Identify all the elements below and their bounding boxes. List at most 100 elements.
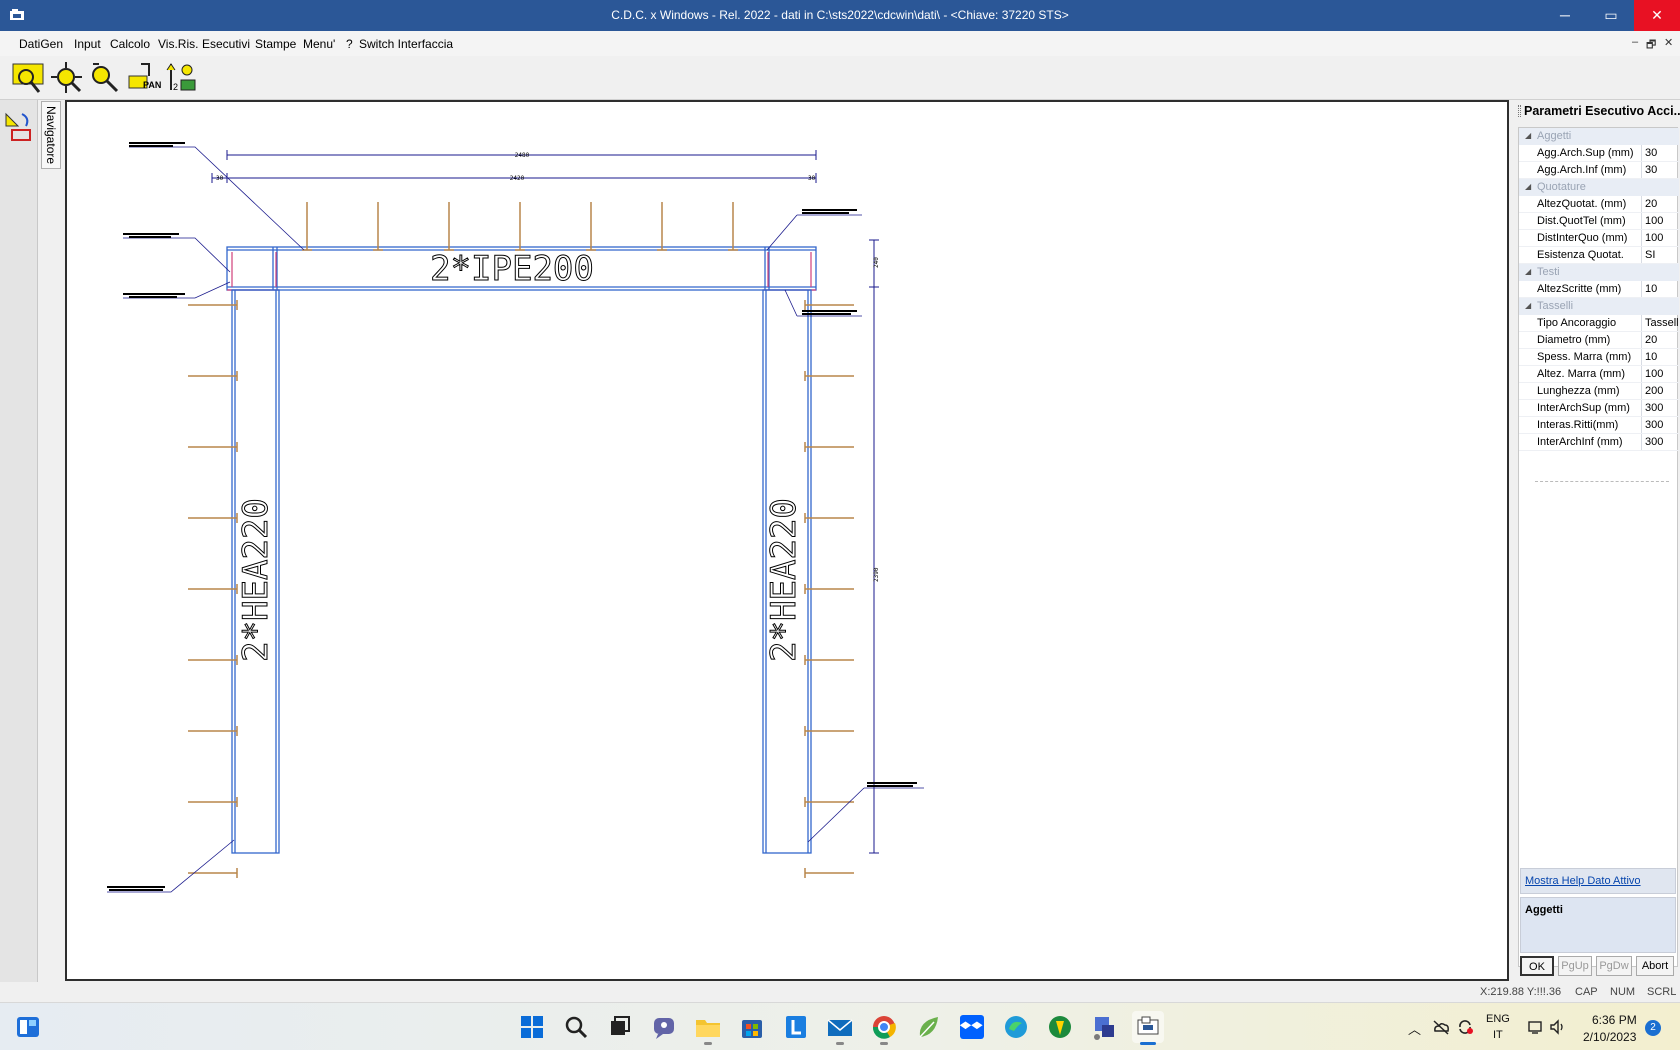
- panel-grip[interactable]: [1518, 105, 1521, 117]
- file-explorer-icon[interactable]: [692, 1011, 724, 1045]
- chat-icon[interactable]: [648, 1011, 680, 1043]
- volume-icon[interactable]: [1549, 1019, 1567, 1035]
- chrome-icon[interactable]: [868, 1011, 900, 1045]
- leaf-app-icon[interactable]: [912, 1011, 944, 1043]
- title-bar: C.D.C. x Windows - Rel. 2022 - dati in C…: [0, 0, 1680, 31]
- menu-help[interactable]: ?: [346, 37, 353, 51]
- redraw-icon[interactable]: 2: [163, 60, 199, 96]
- help-box: Aggetti: [1520, 897, 1676, 953]
- tray-overflow-icon[interactable]: ︿: [1408, 1022, 1422, 1037]
- restore-button[interactable]: ▭: [1604, 7, 1618, 23]
- menu-calcolo[interactable]: Calcolo: [110, 37, 151, 51]
- task-view-icon[interactable]: [604, 1011, 636, 1043]
- column-left-hea220[interactable]: [231, 289, 280, 854]
- pgdw-button[interactable]: PgDw: [1596, 956, 1632, 976]
- menu-input[interactable]: Input: [74, 37, 101, 51]
- prop-lunghezza[interactable]: Lunghezza (mm)200: [1519, 383, 1679, 400]
- prop-spess-marra[interactable]: Spess. Marra (mm)10: [1519, 349, 1679, 366]
- group-tasselli[interactable]: ◢Tasselli: [1519, 298, 1679, 315]
- network-icon[interactable]: [1528, 1019, 1546, 1035]
- running-indicator: [880, 1042, 888, 1045]
- anchors-top: [302, 202, 738, 251]
- abort-button[interactable]: Abort: [1636, 956, 1674, 976]
- l-app-icon[interactable]: [780, 1011, 812, 1043]
- windows-start-icon[interactable]: [516, 1011, 548, 1043]
- collapse-icon[interactable]: ◢: [1525, 182, 1532, 191]
- mdi-restore-button[interactable]: 🗗: [1646, 39, 1657, 51]
- help-link[interactable]: Mostra Help Dato Attivo: [1520, 868, 1676, 894]
- menu-visris[interactable]: Vis.Ris.: [158, 37, 199, 51]
- mdi-minimize-button[interactable]: ‒: [1632, 36, 1639, 48]
- prop-interas-ritti[interactable]: Interas.Ritti(mm)300: [1519, 417, 1679, 434]
- green-app-icon[interactable]: [1044, 1011, 1076, 1043]
- frame-drawing[interactable]: 2480 2420 30 30 240 2390: [67, 102, 1507, 979]
- caps-indicator: CAP: [1575, 986, 1598, 998]
- network-app-icon[interactable]: [1088, 1011, 1120, 1043]
- pgup-button[interactable]: PgUp: [1558, 956, 1592, 976]
- dropbox-icon[interactable]: [956, 1011, 988, 1043]
- clock-time[interactable]: 6:36 PM: [1592, 1013, 1637, 1027]
- zoom-all-icon[interactable]: [49, 60, 85, 96]
- language-top[interactable]: ENG: [1486, 1013, 1510, 1025]
- notification-badge[interactable]: 2: [1645, 1020, 1661, 1036]
- onedrive-icon[interactable]: [1432, 1019, 1450, 1035]
- num-indicator: NUM: [1610, 986, 1636, 998]
- dimension-top: [211, 150, 817, 183]
- prop-altez-marra[interactable]: Altez. Marra (mm)100: [1519, 366, 1679, 383]
- toolbar: PAN 2: [0, 56, 1680, 100]
- collapse-icon[interactable]: ◢: [1525, 267, 1532, 276]
- property-grid[interactable]: ◢Aggetti Agg.Arch.Sup (mm)30 Agg.Arch.In…: [1518, 127, 1679, 967]
- prop-diametro[interactable]: Diametro (mm)20: [1519, 332, 1679, 349]
- prop-dist-quottel[interactable]: Dist.QuotTel (mm)100: [1519, 213, 1679, 230]
- close-button[interactable]: ✕: [1634, 0, 1680, 31]
- widgets-icon[interactable]: [12, 1011, 44, 1043]
- dim-vertical-beam: 240: [873, 257, 880, 268]
- store-icon[interactable]: [736, 1011, 768, 1043]
- prop-altez-scritte[interactable]: AltezScritte (mm)10: [1519, 281, 1679, 298]
- collapse-icon[interactable]: ◢: [1525, 301, 1532, 310]
- status-bar: X:219.88 Y:!!!.36 CAP NUM SCRL: [0, 982, 1680, 1002]
- mdi-close-button[interactable]: ✕: [1664, 37, 1674, 49]
- prop-dist-interquo[interactable]: DistInterQuo (mm)100: [1519, 230, 1679, 247]
- zoom-window-icon[interactable]: [11, 60, 47, 96]
- structure-tool-icon[interactable]: [4, 110, 34, 142]
- group-aggetti[interactable]: ◢Aggetti: [1519, 128, 1679, 145]
- ok-button[interactable]: OK: [1520, 956, 1554, 976]
- menu-switch-interfaccia[interactable]: Switch Interfaccia: [359, 37, 454, 51]
- navigator-tab[interactable]: Navigatore: [41, 101, 61, 169]
- menu-esecutivi[interactable]: Esecutivi: [202, 37, 251, 51]
- prop-agg-arch-inf[interactable]: Agg.Arch.Inf (mm)30: [1519, 162, 1679, 179]
- minimize-button[interactable]: ─: [1560, 7, 1570, 23]
- prop-interarch-sup[interactable]: InterArchSup (mm)300: [1519, 400, 1679, 417]
- sync-icon[interactable]: [1456, 1018, 1474, 1036]
- mail-icon[interactable]: [824, 1011, 856, 1045]
- prop-agg-arch-sup[interactable]: Agg.Arch.Sup (mm)30: [1519, 145, 1679, 162]
- cdc-app-icon[interactable]: [1132, 1011, 1164, 1045]
- menu-datigen[interactable]: DatiGen: [19, 37, 64, 51]
- collapse-icon[interactable]: ◢: [1525, 131, 1532, 140]
- column-right-label: 2*HEA220: [764, 498, 804, 662]
- scroll-indicator: SCRL: [1647, 986, 1677, 998]
- prop-interarch-inf[interactable]: InterArchInf (mm)300: [1519, 434, 1679, 451]
- panel-title: Parametri Esecutivo Acci...: [1524, 104, 1680, 118]
- prop-altez-quotat[interactable]: AltezQuotat. (mm)20: [1519, 196, 1679, 213]
- running-indicator: [704, 1042, 712, 1045]
- group-testi[interactable]: ◢Testi: [1519, 264, 1679, 281]
- active-indicator: [1140, 1042, 1156, 1045]
- search-icon[interactable]: [560, 1011, 592, 1043]
- column-right-hea220[interactable]: [762, 289, 812, 854]
- language-bottom[interactable]: IT: [1493, 1029, 1503, 1041]
- drawing-canvas[interactable]: 2480 2420 30 30 240 2390: [65, 100, 1509, 981]
- menu-stampe[interactable]: Stampe: [255, 37, 297, 51]
- menu-menu[interactable]: Menu': [303, 37, 336, 51]
- app-icon[interactable]: [9, 8, 25, 22]
- group-quotature[interactable]: ◢Quotature: [1519, 179, 1679, 196]
- zoom-dynamic-icon[interactable]: [87, 60, 123, 96]
- column-left-label: 2*HEA220: [236, 498, 276, 662]
- dim-top-inner: 2420: [510, 175, 525, 182]
- edge-icon[interactable]: [1000, 1011, 1032, 1043]
- clock-date[interactable]: 2/10/2023: [1583, 1030, 1637, 1044]
- prop-esistenza-quotat[interactable]: Esistenza Quotat.SI: [1519, 247, 1679, 264]
- pan-icon[interactable]: PAN: [125, 60, 161, 96]
